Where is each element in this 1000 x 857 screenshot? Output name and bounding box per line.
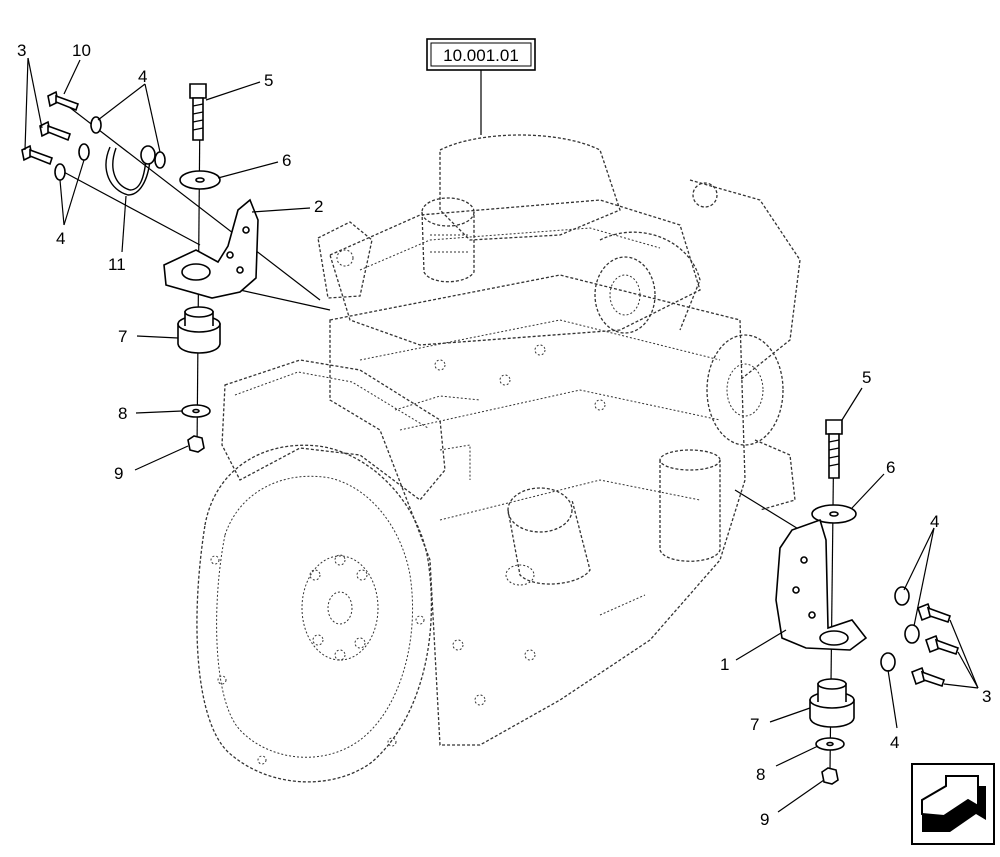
- callout-4[interactable]: 4: [138, 67, 147, 86]
- bolt-icon: [911, 666, 946, 688]
- bolt-icon: [47, 90, 80, 112]
- callout-5[interactable]: 5: [862, 368, 871, 387]
- callout-6[interactable]: 6: [282, 151, 291, 170]
- callout-4[interactable]: 4: [890, 733, 899, 752]
- reference-label: 10.001.01: [443, 46, 519, 65]
- callout-9[interactable]: 9: [114, 464, 123, 483]
- left-mount-assembly: 3 10 4 4 11 5 6 2 7 8 9: [17, 41, 331, 483]
- callout-4[interactable]: 4: [930, 512, 939, 531]
- callout-3[interactable]: 3: [17, 41, 26, 60]
- bolt-icon: [925, 634, 960, 656]
- right-mount-assembly: 5 6 4 4 3 1 7 8 9: [720, 368, 991, 829]
- washer-icon: [880, 652, 896, 672]
- washer-icon: [154, 151, 166, 169]
- mount-bracket-icon: [775, 518, 868, 651]
- callout-1[interactable]: 1: [720, 655, 729, 674]
- mount-bracket-icon: [163, 198, 259, 299]
- callout-3[interactable]: 3: [982, 687, 991, 706]
- bolt-icon: [21, 144, 54, 166]
- bolt-icon: [39, 120, 72, 142]
- callout-2[interactable]: 2: [314, 197, 323, 216]
- callout-6[interactable]: 6: [886, 458, 895, 477]
- callout-7[interactable]: 7: [118, 327, 127, 346]
- bolt-icon: [189, 83, 207, 141]
- engine-assembly: [196, 134, 801, 783]
- washer-icon: [78, 143, 90, 161]
- nut-icon: [187, 435, 205, 453]
- bolt-icon: [917, 602, 952, 624]
- washer-icon: [90, 116, 102, 134]
- ground-strap-icon: [105, 146, 151, 196]
- washer-icon: [894, 586, 910, 606]
- rubber-isolator-icon: [809, 678, 855, 728]
- callout-5[interactable]: 5: [264, 71, 273, 90]
- nut-icon: [821, 767, 839, 785]
- next-page-arrow-icon[interactable]: [911, 763, 995, 845]
- washer-icon: [54, 163, 66, 181]
- callout-7[interactable]: 7: [750, 715, 759, 734]
- rubber-isolator-icon: [177, 306, 221, 354]
- callout-4[interactable]: 4: [56, 229, 65, 248]
- bolt-icon: [825, 419, 843, 479]
- callout-9[interactable]: 9: [760, 810, 769, 829]
- callout-10[interactable]: 10: [72, 41, 91, 60]
- reference-box[interactable]: 10.001.01: [426, 38, 536, 71]
- washer-icon: [904, 624, 920, 644]
- callout-8[interactable]: 8: [118, 404, 127, 423]
- callout-8[interactable]: 8: [756, 765, 765, 784]
- callout-11[interactable]: 11: [108, 255, 126, 274]
